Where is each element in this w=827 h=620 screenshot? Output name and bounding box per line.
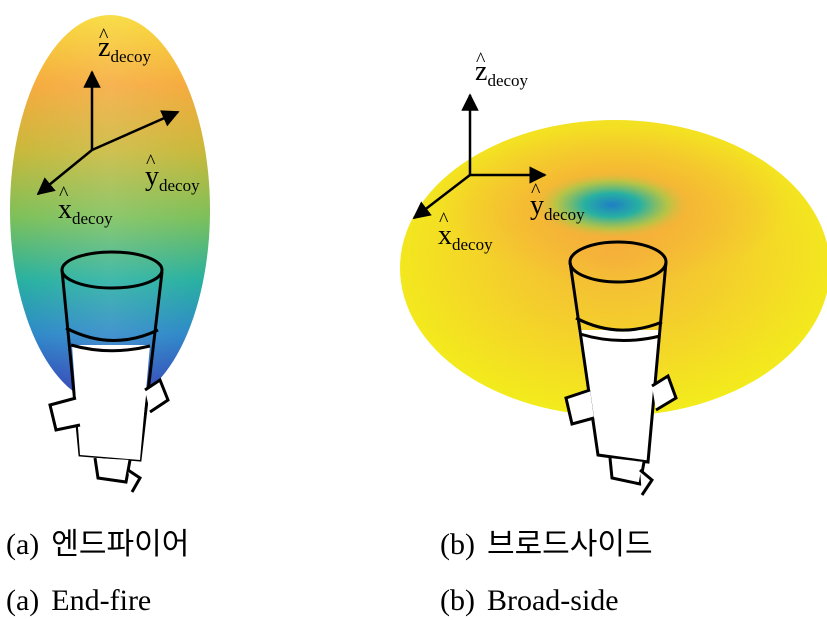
- z-hat-b: ^: [476, 49, 486, 71]
- caption-b-en-tag: (b): [440, 584, 475, 617]
- missile-band2-a: [70, 343, 151, 353]
- missile-fin-left-b: [564, 388, 595, 426]
- z-axis-label-a: zdecoy: [98, 32, 152, 66]
- caption-a-ko: (a) 엔드파이어: [6, 530, 189, 560]
- panel-b: zdecoy ^ ydecoy ^ xdecoy ^: [400, 49, 827, 496]
- missile-tail-fin-b: [639, 468, 654, 496]
- caption-b-en-text: Broad-side: [486, 584, 619, 617]
- missile-band-b: [575, 316, 663, 332]
- broadside-null-hole: [532, 171, 692, 239]
- z-axis-label-b: zdecoy: [475, 56, 529, 90]
- endfire-lobe-shading: [10, 15, 210, 405]
- missile-tail-fin-a: [127, 468, 142, 493]
- missile-band-a: [65, 326, 159, 342]
- missile-top-a: [60, 250, 164, 290]
- missile-band2-b: [579, 332, 661, 342]
- y-hat-b: ^: [531, 180, 541, 202]
- x-axis-label-a: xdecoy: [58, 194, 113, 228]
- axes-a: [36, 70, 180, 196]
- axes-b: [412, 93, 547, 220]
- missile-fin-left-a: [48, 396, 81, 432]
- missile-fin-right-b: [651, 373, 678, 412]
- x-axis-b: [412, 174, 471, 220]
- y-hat-a: ^: [146, 151, 156, 173]
- caption-a-en: (a) End-fire: [6, 586, 151, 616]
- x-axis-a: [36, 149, 93, 196]
- x-axis-label-b: xdecoy: [438, 220, 493, 254]
- missile-nozzle-b: [608, 457, 646, 486]
- caption-b-ko-tag: (b): [440, 528, 475, 561]
- x-hat-a: ^: [59, 183, 69, 205]
- missile-body-b: [568, 261, 668, 464]
- x-hat-b: ^: [439, 209, 449, 231]
- panel-a: zdecoy ^ ydecoy ^ xdecoy ^: [10, 15, 210, 493]
- y-axis-label-b: ydecoy: [530, 190, 585, 224]
- caption-b-ko: (b) 브로드사이드: [440, 530, 653, 560]
- caption-a-en-tag: (a): [6, 584, 40, 617]
- missile-top-b: [568, 240, 668, 284]
- y-axis-label-a: ydecoy: [145, 161, 200, 195]
- caption-a-en-text: End-fire: [51, 584, 152, 617]
- caption-b-ko-text: 브로드사이드: [486, 527, 653, 562]
- z-hat-a: ^: [99, 25, 109, 47]
- caption-a-ko-text: 엔드파이어: [51, 527, 190, 562]
- missile-a: [48, 250, 170, 493]
- y-axis-a: [91, 110, 180, 152]
- caption-a-ko-tag: (a): [6, 528, 40, 561]
- missile-lower-fill-a: [72, 345, 150, 460]
- missile-nozzle-a: [93, 457, 132, 484]
- missile-b: [564, 240, 678, 496]
- missile-lower-fill-b: [578, 330, 660, 462]
- missile-fin-right-a: [144, 377, 170, 414]
- caption-b-en: (b) Broad-side: [440, 586, 619, 616]
